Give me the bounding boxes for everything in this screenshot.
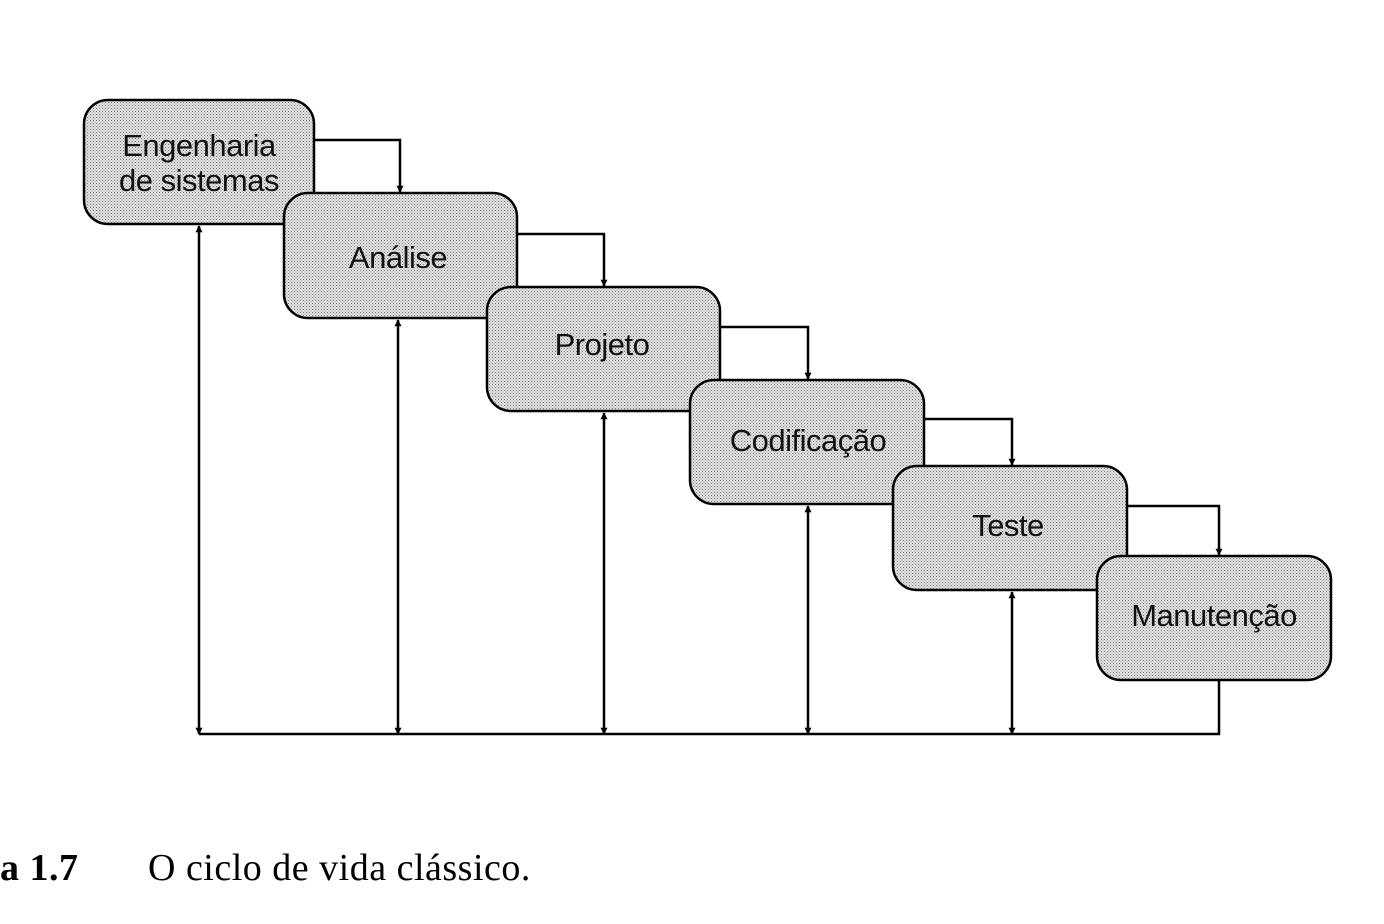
stage-analise: Análise <box>282 191 519 320</box>
flow-arrow <box>517 232 608 287</box>
feedback-bus <box>199 681 1221 736</box>
stage-projeto: Projeto <box>485 285 722 413</box>
stage-label: Manutenção <box>1131 598 1297 633</box>
stage-manutencao: Manutenção <box>1095 554 1333 682</box>
stage-label-line-1: Engenharia <box>122 128 277 163</box>
stage-box <box>1095 554 1333 682</box>
caption-text: O ciclo de vida clássico. <box>148 847 531 889</box>
flow-arrow <box>1127 504 1223 556</box>
stage-engenharia: Engenharia de sistemas <box>82 98 316 226</box>
flow-arrow <box>924 417 1016 466</box>
stage-label: Análise <box>349 240 447 275</box>
stage-label: Teste <box>972 508 1044 543</box>
flow-arrow <box>314 138 404 193</box>
stage-box <box>282 191 519 320</box>
stage-box <box>891 464 1129 592</box>
waterfall-diagram: Engenharia de sistemas Análise Projeto C… <box>82 98 1333 736</box>
flow-arrow <box>720 325 812 380</box>
connectors <box>195 138 1223 736</box>
stage-box <box>82 98 316 226</box>
figure-caption: a 1.7 O ciclo de vida clássico. <box>0 846 531 890</box>
stage-label: Codificação <box>730 423 886 458</box>
stage-teste: Teste <box>891 464 1129 592</box>
stage-label: Projeto <box>555 327 650 362</box>
stage-codificacao: Codificação <box>688 378 926 506</box>
stage-box <box>485 285 722 413</box>
stage-label-line-2: de sistemas <box>119 163 279 198</box>
stage-box <box>688 378 926 506</box>
caption-number: a 1.7 <box>0 847 79 889</box>
